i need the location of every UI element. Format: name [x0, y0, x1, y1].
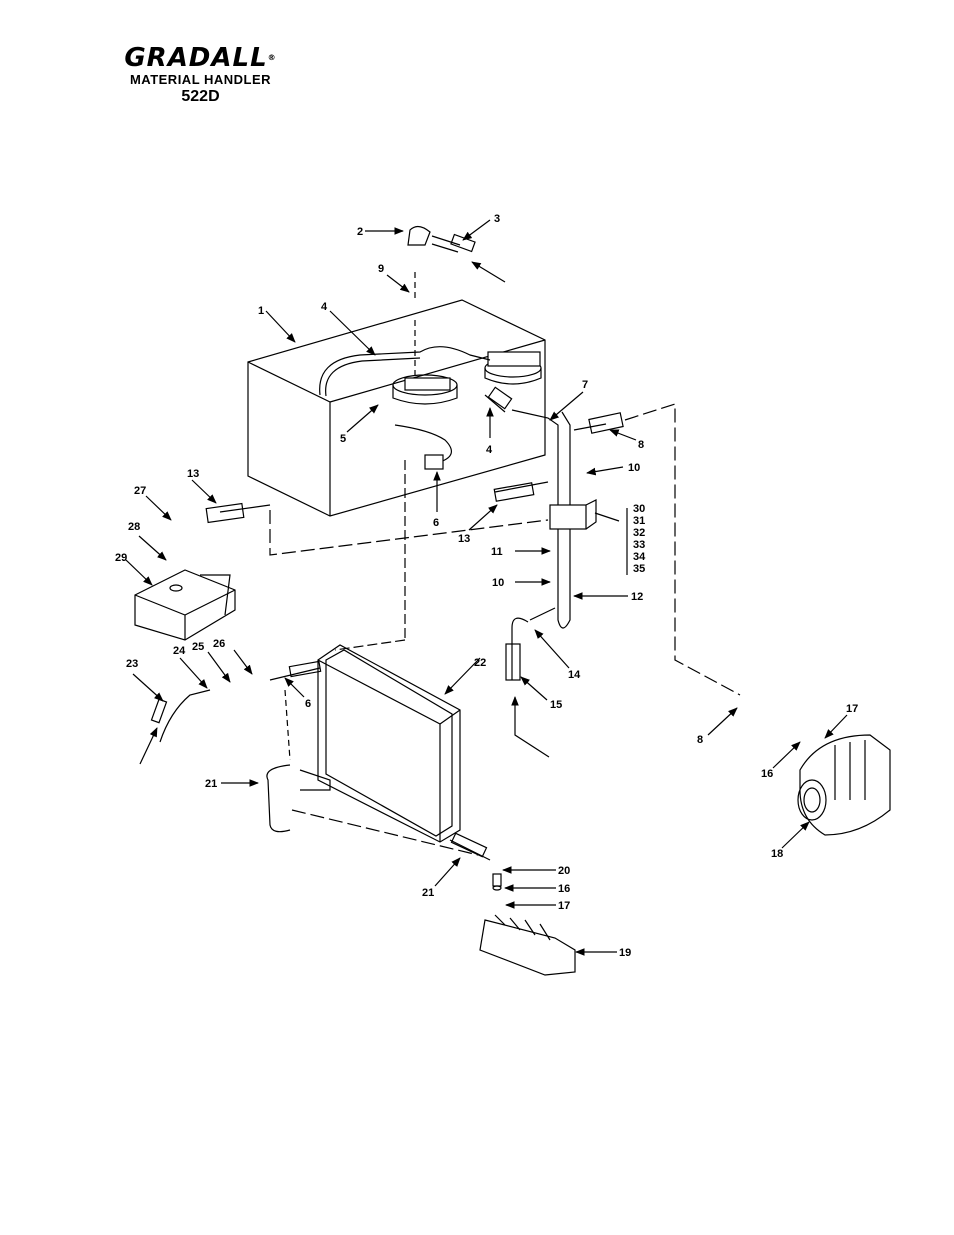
callout-19: 19 [619, 947, 631, 959]
filter-group-label-33: 33 [633, 539, 645, 551]
callout-10-upper: 10 [628, 462, 640, 474]
callout-11: 11 [491, 546, 503, 558]
callout-10-lower: 10 [492, 577, 504, 589]
callout-6-upper: 6 [433, 517, 439, 529]
callout-1: 1 [258, 305, 264, 317]
filter-group-label-31: 31 [633, 515, 645, 527]
callout-24: 24 [173, 645, 186, 657]
callout-3: 3 [494, 213, 500, 225]
callout-labels: 1 2 3 4 4 5 6 6 7 8 8 9 10 10 11 12 13 1… [115, 213, 858, 959]
hose-lines [150, 225, 741, 861]
filter-group-label-34: 34 [633, 551, 646, 563]
brand-name: GRADALL® [124, 43, 277, 73]
filter-assembly [319, 346, 542, 405]
callout-22: 22 [474, 657, 486, 669]
hydraulic-tank [247, 299, 546, 517]
control-valve [479, 873, 576, 976]
callout-20: 20 [558, 865, 570, 877]
bracket-block [134, 569, 236, 641]
hydraulic-pump [797, 734, 891, 836]
filter-group-label-35: 35 [633, 563, 645, 575]
callout-28: 28 [128, 521, 140, 533]
oil-cooler [317, 644, 461, 843]
callout-2: 2 [357, 226, 363, 238]
callout-4-upper: 4 [321, 301, 328, 313]
callout-21-bottom: 21 [422, 887, 434, 899]
callout-15: 15 [550, 699, 562, 711]
callout-6-lower: 6 [305, 698, 311, 710]
callout-21-left: 21 [205, 778, 217, 790]
filter-group-label-32: 32 [633, 527, 645, 539]
callout-4-lower: 4 [486, 444, 493, 456]
callout-14: 14 [568, 669, 581, 681]
callout-18: 18 [771, 848, 783, 860]
callout-12: 12 [631, 591, 643, 603]
callout-13-right: 13 [458, 533, 470, 545]
callout-5: 5 [340, 433, 346, 445]
callout-17-valve: 17 [558, 900, 570, 912]
callout-16-valve: 16 [558, 883, 570, 895]
brand-logo: GRADALL® MATERIAL HANDLER 522D [108, 44, 293, 106]
callout-8-lower: 8 [697, 734, 703, 746]
callout-7: 7 [582, 379, 588, 391]
callout-16-pump: 16 [761, 768, 773, 780]
callout-8-upper: 8 [638, 439, 644, 451]
callout-arrows [125, 219, 848, 956]
callout-13-left: 13 [187, 468, 199, 480]
callout-25: 25 [192, 641, 204, 653]
filter-group-label-30: 30 [633, 503, 645, 515]
callout-17-pump: 17 [846, 703, 858, 715]
product-subtitle: MATERIAL HANDLER [129, 72, 272, 87]
callout-23: 23 [126, 658, 138, 670]
callout-9: 9 [378, 263, 384, 275]
callout-29: 29 [115, 552, 127, 564]
callout-27: 27 [134, 485, 146, 497]
callout-26: 26 [213, 638, 225, 650]
model-number: 522D [181, 88, 220, 105]
